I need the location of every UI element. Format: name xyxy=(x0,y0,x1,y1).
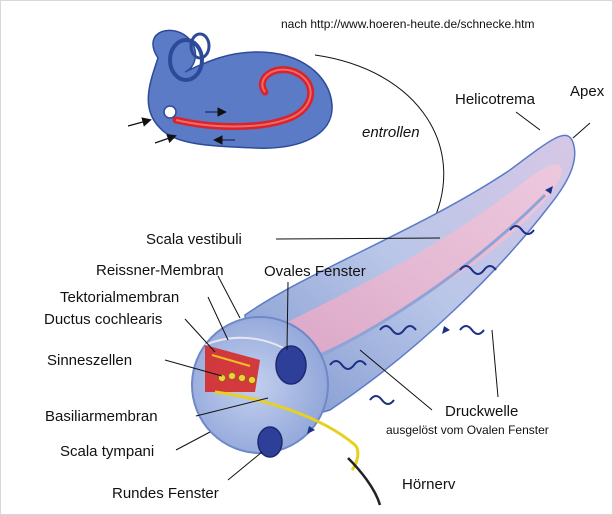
label-hoernerv: Hörnerv xyxy=(402,476,456,493)
label-druckwelle: Druckwelle xyxy=(445,403,518,420)
label-ovales-fenster: Ovales Fenster xyxy=(264,263,366,280)
label-basiliarmembran: Basiliarmembran xyxy=(45,408,158,425)
unrolled-cochlea xyxy=(192,135,575,505)
coiled-cochlea-illustration xyxy=(128,30,332,148)
label-sinneszellen: Sinneszellen xyxy=(47,352,132,369)
unroll-arrow xyxy=(315,55,444,228)
label-scala-tympani: Scala tympani xyxy=(60,443,154,460)
label-scala-vestibuli: Scala vestibuli xyxy=(146,231,242,248)
label-helicotrema: Helicotrema xyxy=(455,91,536,108)
label-tektorialmembran: Tektorialmembran xyxy=(60,289,179,306)
label-reissner-membran: Reissner-Membran xyxy=(96,262,224,279)
label-rundes-fenster: Rundes Fenster xyxy=(112,485,219,502)
arrow-label-entrollen: entrollen xyxy=(362,124,420,141)
source-note: nach http://www.hoeren-heute.de/schnecke… xyxy=(281,17,534,31)
label-apex: Apex xyxy=(570,83,605,100)
label-ductus-cochlearis: Ductus cochlearis xyxy=(44,311,162,328)
label-druckwelle-sub: ausgelöst vom Ovalen Fenster xyxy=(386,423,549,437)
